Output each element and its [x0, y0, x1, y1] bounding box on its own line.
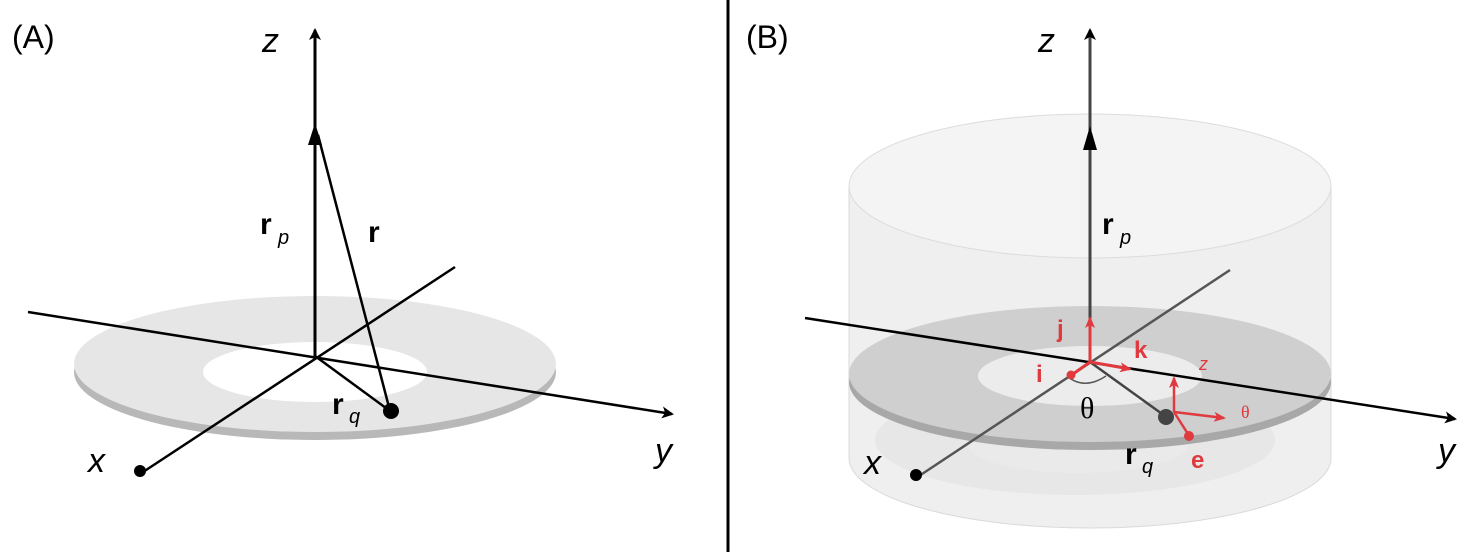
- rq-vector-b: [1089, 360, 1166, 418]
- x-axis-end-b: [910, 469, 922, 481]
- x-axis-end-a: [134, 465, 146, 477]
- y-axis-line-a: [27, 310, 674, 419]
- panel-b: (B): [746, 19, 1457, 529]
- j-label: j: [1056, 316, 1064, 343]
- annulus-disk-b: [849, 306, 1331, 450]
- i-unit-vector-tip: [1066, 370, 1076, 380]
- local-theta-vector: [1173, 410, 1226, 422]
- y-axis-label-b: y: [1436, 432, 1457, 470]
- local-e-vector-tip: [1184, 431, 1194, 441]
- rp-subscript-a: p: [277, 227, 289, 249]
- k-label: k: [1134, 337, 1148, 364]
- local-z-label: z: [1198, 354, 1208, 374]
- r-label-a: r: [368, 216, 380, 249]
- i-unit-vector: [1072, 360, 1091, 376]
- panel-a-label: (A): [12, 19, 55, 55]
- source-point-b: [1158, 409, 1174, 425]
- k-unit-vector: [1089, 360, 1132, 373]
- x-axis-label-a: x: [86, 442, 106, 480]
- rp-arrowhead-b: [1083, 126, 1097, 150]
- rp-label-a: r: [260, 208, 272, 241]
- x-axis-line-a: [139, 265, 456, 476]
- rp-label-b: r: [1102, 208, 1114, 241]
- r-vector-a: [316, 134, 392, 412]
- local-e-vector: [1172, 411, 1190, 435]
- rq-subscript-b: q: [1142, 456, 1153, 478]
- y-axis-label-a: y: [653, 432, 674, 470]
- panel-a: (A) z x y r p r r q: [12, 19, 674, 480]
- i-label: i: [1036, 361, 1043, 388]
- x-axis-label-b: x: [862, 444, 882, 482]
- panel-b-label: (B): [746, 19, 789, 55]
- e-label: e: [1191, 447, 1204, 474]
- z-axis-label-a: z: [261, 22, 279, 60]
- rq-label-a: r: [332, 388, 344, 421]
- rq-label-b: r: [1125, 438, 1137, 471]
- rp-subscript-b: p: [1119, 227, 1131, 249]
- rq-vector-a: [314, 354, 391, 413]
- source-point-a: [383, 403, 399, 419]
- z-axis-label-b: z: [1037, 22, 1055, 60]
- local-theta-label: θ: [1241, 402, 1250, 422]
- theta-label: θ: [1080, 392, 1094, 425]
- rq-subscript-a: q: [349, 406, 360, 428]
